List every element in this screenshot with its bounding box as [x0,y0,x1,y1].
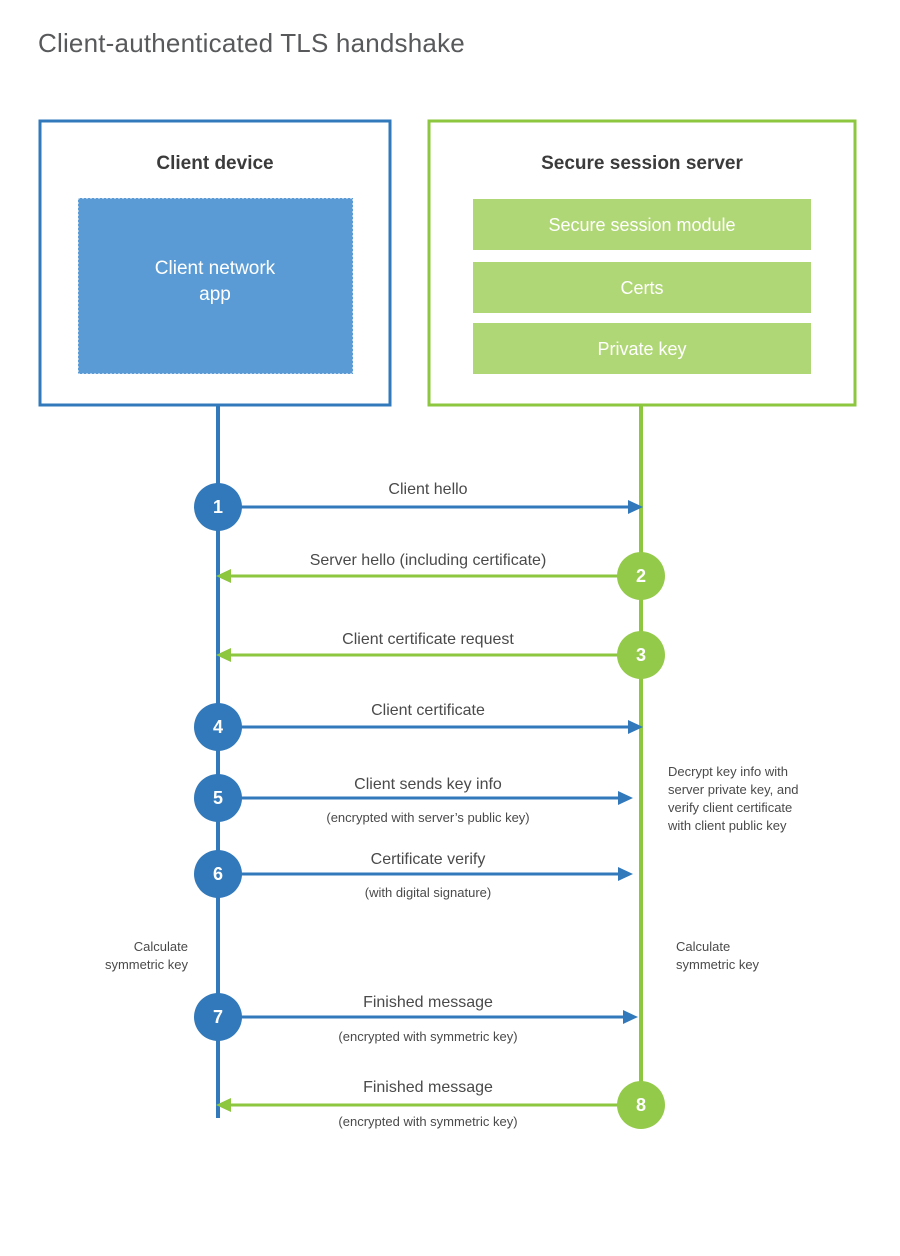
client-calculate-note-line-1: symmetric key [105,957,189,972]
client-network-app-box [77,197,354,375]
step-number-4: 4 [213,717,223,737]
message-3-arrowhead [216,648,231,662]
message-4-label: Client certificate [371,702,485,719]
step-marker-1 [194,483,242,531]
server-bar-certs [473,262,811,313]
step-number-3: 3 [636,645,646,665]
step-number-5: 5 [213,788,223,808]
message-6: Certificate verify (with digital signatu… [194,850,633,900]
client-network-app-label-line2: app [199,284,231,305]
message-4-arrowhead [628,720,643,734]
client-device-node: Client device Client network app [38,119,392,407]
client-lifeline [216,405,220,1118]
server-decrypt-note-line-0: Decrypt key info with [668,764,788,779]
message-5-arrowhead [618,791,633,805]
message-3-label: Client certificate request [342,631,514,648]
step-number-8: 8 [636,1095,646,1115]
message-2-arrowhead [216,569,231,583]
message-5-label: Client sends key info [354,776,502,793]
server-bar-label-1: Certs [620,278,663,298]
client-network-app-label-line1: Client network [155,258,276,279]
server-decrypt-note: Decrypt key info with server private key… [667,764,799,833]
server-calculate-symmetric-key-note: Calculate symmetric key [676,939,760,972]
step-marker-4 [194,703,242,751]
message-3: Client certificate request 3 [216,631,665,679]
step-marker-6 [194,850,242,898]
step-marker-2 [617,552,665,600]
message-8: Finished message (encrypted with symmetr… [216,1079,665,1129]
server-bar-label-2: Private key [597,339,686,359]
step-number-6: 6 [213,864,223,884]
message-5-sublabel: (encrypted with server’s public key) [326,810,529,825]
client-calculate-symmetric-key-note: Calculate symmetric key [105,939,189,972]
step-marker-7 [194,993,242,1041]
message-1: Client hello 1 [194,481,643,531]
step-marker-5 [194,774,242,822]
message-7-sublabel: (encrypted with symmetric key) [338,1029,517,1044]
message-4: Client certificate 4 [194,702,643,751]
message-8-label: Finished message [363,1079,493,1096]
server-calculate-note-line-0: Calculate [676,939,730,954]
server-bar-secure-session-module [473,199,811,250]
server-lifeline [639,405,643,1105]
step-number-7: 7 [213,1007,223,1027]
client-calculate-note-line-0: Calculate [134,939,188,954]
message-6-label: Certificate verify [371,851,486,868]
message-8-arrowhead [216,1098,231,1112]
server-calculate-note-line-1: symmetric key [676,957,760,972]
message-7-arrowhead [623,1010,638,1024]
message-2-label: Server hello (including certificate) [310,552,547,569]
message-8-sublabel: (encrypted with symmetric key) [338,1114,517,1129]
secure-session-server-title: Secure session server [541,153,743,174]
step-marker-8 [617,1081,665,1129]
message-7-label: Finished message [363,994,493,1011]
message-6-sublabel: (with digital signature) [365,885,491,900]
message-5: Client sends key info (encrypted with se… [194,774,633,825]
secure-session-server-node: Secure session server Secure session mod… [427,119,857,407]
server-decrypt-note-line-1: server private key, and [668,782,799,797]
server-decrypt-note-line-3: with client public key [667,818,787,833]
client-device-title: Client device [156,153,273,174]
server-decrypt-note-line-2: verify client certificate [668,800,792,815]
message-1-label: Client hello [388,481,467,498]
server-bar-private-key [473,323,811,374]
server-bar-label-0: Secure session module [548,215,735,235]
page-title: Client-authenticated TLS handshake [38,28,465,58]
message-6-arrowhead [618,867,633,881]
step-marker-3 [617,631,665,679]
step-number-1: 1 [213,497,223,517]
message-7: Finished message (encrypted with symmetr… [194,993,638,1044]
step-number-2: 2 [636,566,646,586]
message-2: Server hello (including certificate) 2 [216,552,665,600]
message-1-arrowhead [628,500,643,514]
